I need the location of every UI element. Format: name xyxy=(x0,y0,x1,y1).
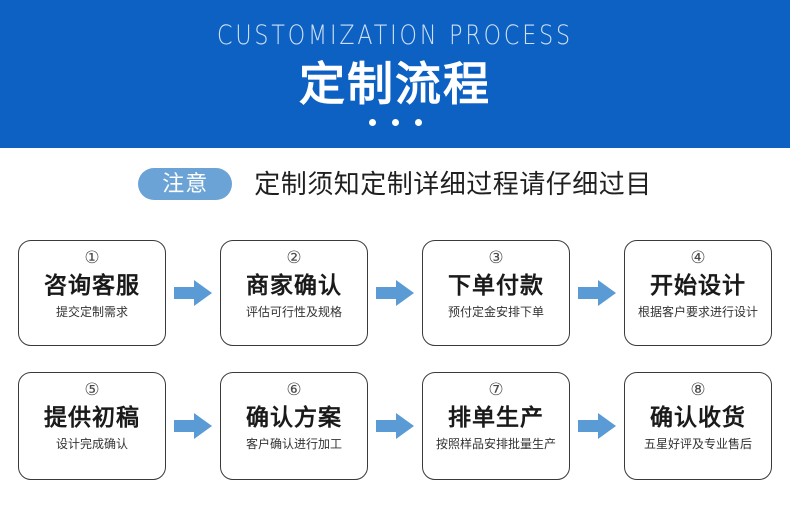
arrow-right-icon xyxy=(174,413,212,439)
step-title: 提供初稿 xyxy=(44,404,140,430)
arrow-shaft xyxy=(174,287,196,299)
step-title: 确认方案 xyxy=(246,404,342,430)
step-box-5: ⑤ 提供初稿 设计完成确认 xyxy=(18,372,166,480)
step-box-2: ② 商家确认 评估可行性及规格 xyxy=(220,240,368,346)
notice-badge: 注意 xyxy=(138,168,233,200)
step-number: ① xyxy=(84,248,100,268)
arrow-shaft xyxy=(174,420,196,432)
arrow-head xyxy=(598,413,616,439)
step-subtitle: 评估可行性及规格 xyxy=(245,305,342,319)
step-number: ③ xyxy=(488,248,504,268)
arrow-right-icon xyxy=(376,280,414,306)
arrow-shaft xyxy=(376,420,398,432)
arrow-shaft xyxy=(578,287,600,299)
step-box-6: ⑥ 确认方案 客户确认进行加工 xyxy=(220,372,368,480)
arrow-right-icon xyxy=(578,413,616,439)
step-box-3: ③ 下单付款 预付定金安排下单 xyxy=(422,240,570,346)
step-box-8: ⑧ 确认收货 五星好评及专业售后 xyxy=(624,372,772,480)
header-banner: CUSTOMIZATION PROCESS 定制流程 xyxy=(0,0,790,148)
step-title: 确认收货 xyxy=(650,404,746,430)
arrow-head xyxy=(396,280,414,306)
dot-icon xyxy=(414,119,422,126)
flow-row-1: ① 咨询客服 提交定制需求 ② 商家确认 评估可行性及规格 ③ 下单付款 预付定… xyxy=(18,240,772,346)
banner-title-text: 定制流程 xyxy=(299,58,491,110)
step-title: 商家确认 xyxy=(246,272,342,298)
step-box-1: ① 咨询客服 提交定制需求 xyxy=(18,240,166,346)
dot-icon xyxy=(391,119,399,126)
banner-eyebrow-text: CUSTOMIZATION PROCESS xyxy=(217,20,573,51)
step-title: 下单付款 xyxy=(448,272,544,298)
flow-row-2: ⑤ 提供初稿 设计完成确认 ⑥ 确认方案 客户确认进行加工 ⑦ 排单生产 按照样… xyxy=(18,372,772,480)
banner-dots xyxy=(0,119,790,126)
step-number: ④ xyxy=(690,248,706,268)
arrow-right-icon xyxy=(376,413,414,439)
step-box-4: ④ 开始设计 根据客户要求进行设计 xyxy=(624,240,772,346)
arrow-head xyxy=(194,413,212,439)
arrow-head xyxy=(194,280,212,306)
arrow-head xyxy=(598,280,616,306)
step-number: ⑧ xyxy=(690,380,706,400)
step-number: ⑦ xyxy=(488,380,504,400)
step-number: ② xyxy=(286,248,302,268)
arrow-right-icon xyxy=(174,280,212,306)
step-number: ⑥ xyxy=(286,380,302,400)
step-subtitle: 设计完成确认 xyxy=(55,437,128,451)
arrow-head xyxy=(396,413,414,439)
notice-text: 定制须知定制详细过程请仔细过目 xyxy=(254,169,652,199)
step-subtitle: 预付定金安排下单 xyxy=(447,305,544,319)
step-number: ⑤ xyxy=(84,380,100,400)
arrow-right-icon xyxy=(578,280,616,306)
arrow-shaft xyxy=(578,420,600,432)
step-subtitle: 根据客户要求进行设计 xyxy=(637,305,758,319)
step-title: 开始设计 xyxy=(650,272,746,298)
dot-icon xyxy=(368,119,376,126)
step-title: 排单生产 xyxy=(448,404,544,430)
notice-bar: 注意 定制须知定制详细过程请仔细过目 xyxy=(0,148,790,220)
step-subtitle: 五星好评及专业售后 xyxy=(643,437,752,451)
step-title: 咨询客服 xyxy=(44,272,140,298)
step-subtitle: 提交定制需求 xyxy=(55,305,128,319)
arrow-shaft xyxy=(376,287,398,299)
step-subtitle: 按照样品安排批量生产 xyxy=(435,437,556,451)
step-subtitle: 客户确认进行加工 xyxy=(245,437,342,451)
step-box-7: ⑦ 排单生产 按照样品安排批量生产 xyxy=(422,372,570,480)
